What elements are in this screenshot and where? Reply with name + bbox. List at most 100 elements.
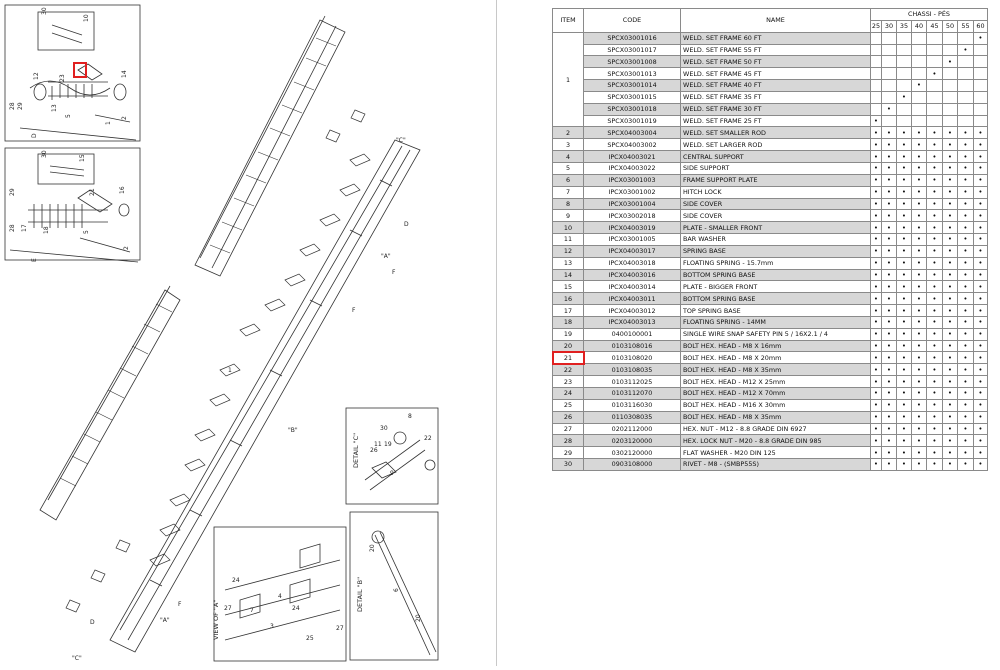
item-number: 16: [552, 292, 584, 306]
svg-text:"B": "B": [288, 427, 298, 434]
availability-mark: •: [942, 197, 958, 211]
chassis-header: CHASSI - PÉS: [870, 8, 988, 21]
svg-text:23: 23: [59, 74, 66, 82]
availability-mark: •: [942, 446, 958, 460]
availability-mark: •: [911, 292, 927, 306]
availability-mark: [911, 31, 927, 45]
item-number: 5: [552, 161, 584, 175]
availability-mark: •: [870, 315, 882, 329]
availability-mark: •: [870, 197, 882, 211]
availability-mark: •: [973, 233, 988, 246]
availability-mark: [881, 55, 897, 69]
item-number: 12: [552, 244, 584, 258]
part-name: FRAME SUPPORT PLATE: [680, 173, 871, 187]
availability-mark: [870, 43, 882, 57]
availability-mark: •: [896, 422, 912, 436]
availability-mark: [973, 43, 988, 57]
availability-mark: •: [942, 351, 958, 365]
availability-mark: •: [870, 422, 882, 436]
availability-mark: •: [957, 221, 974, 235]
part-code: IPCX04003011: [583, 292, 681, 306]
part-code: 0103108016: [583, 339, 681, 353]
availability-mark: •: [942, 138, 958, 152]
availability-mark: •: [926, 327, 943, 341]
availability-mark: [957, 79, 974, 92]
part-name: RIVET - M8 - (SMBP55S): [680, 458, 871, 471]
availability-mark: [911, 102, 927, 116]
availability-mark: •: [896, 161, 912, 175]
part-name: BOLT HEX. HEAD - M12 X 70mm: [680, 387, 871, 400]
availability-mark: •: [911, 304, 927, 317]
part-name: BOLT HEX. HEAD - M8 X 35mm: [680, 363, 871, 377]
item-number: 13: [552, 256, 584, 270]
part-name: HITCH LOCK: [680, 185, 871, 199]
part-code: 0110308035: [583, 410, 681, 424]
availability-mark: •: [973, 458, 988, 471]
availability-mark: •: [942, 327, 958, 341]
availability-mark: •: [957, 280, 974, 294]
availability-mark: •: [870, 434, 882, 448]
availability-mark: •: [942, 126, 958, 140]
availability-mark: •: [942, 173, 958, 187]
svg-text:F: F: [352, 307, 356, 314]
availability-mark: •: [926, 292, 943, 306]
svg-text:"C": "C": [396, 137, 406, 144]
availability-mark: •: [911, 233, 927, 246]
availability-mark: [942, 79, 958, 92]
item-number: 26: [552, 410, 584, 424]
svg-text:9: 9: [390, 470, 394, 477]
availability-mark: •: [957, 197, 974, 211]
part-name: SIDE COVER: [680, 197, 871, 211]
callout-21-highlight: [73, 62, 87, 78]
availability-mark: •: [896, 387, 912, 400]
item-number: 14: [552, 268, 584, 282]
svg-text:VIEW OF "A": VIEW OF "A": [212, 600, 220, 640]
part-code: SPCX03001019: [583, 114, 681, 128]
availability-mark: •: [911, 327, 927, 341]
availability-mark: •: [911, 446, 927, 460]
chassis-size-30: 30: [881, 19, 897, 33]
svg-text:4: 4: [278, 593, 282, 600]
availability-mark: •: [896, 315, 912, 329]
availability-mark: •: [881, 233, 897, 246]
availability-mark: •: [870, 339, 882, 353]
availability-mark: •: [870, 114, 882, 128]
availability-mark: •: [911, 185, 927, 199]
availability-mark: •: [973, 339, 988, 353]
part-code: IPCX03001002: [583, 185, 681, 199]
availability-mark: •: [870, 363, 882, 377]
availability-mark: •: [942, 55, 958, 69]
exploded-diagram-svg: 30 10 23 12 14 28 29 13 5 1 2 D 30 15 29…: [4, 4, 439, 662]
availability-mark: •: [957, 292, 974, 306]
availability-mark: [911, 90, 927, 104]
availability-mark: •: [896, 233, 912, 246]
part-code: IPCX04003014: [583, 280, 681, 294]
part-name: WELD. SET FRAME 25 FT: [680, 114, 871, 128]
svg-text:D: D: [90, 619, 95, 626]
availability-mark: •: [911, 315, 927, 329]
availability-mark: [973, 67, 988, 81]
svg-text:DETAIL "C": DETAIL "C": [352, 433, 360, 468]
availability-mark: •: [911, 375, 927, 388]
part-name: SINGLE WIRE SNAP SAFETY PIN 5 / 16X2.1 /…: [680, 327, 871, 341]
part-name: PLATE - BIGGER FRONT: [680, 280, 871, 294]
part-code: 0903108000: [583, 458, 681, 471]
availability-mark: [926, 114, 943, 128]
availability-mark: •: [870, 256, 882, 270]
part-code: SPCX03001013: [583, 67, 681, 81]
availability-mark: •: [973, 173, 988, 187]
availability-mark: •: [957, 126, 974, 140]
availability-mark: •: [973, 150, 988, 163]
availability-mark: •: [881, 197, 897, 211]
availability-mark: •: [926, 304, 943, 317]
